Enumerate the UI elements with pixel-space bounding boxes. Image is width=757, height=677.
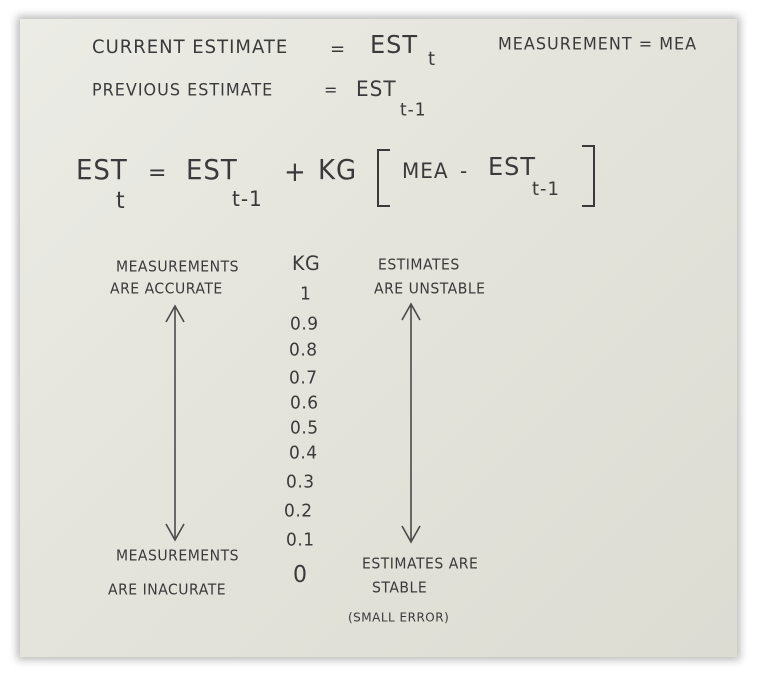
equation-minus: -: [460, 158, 469, 184]
right-top-line2: ARE UNSTABLE: [374, 281, 486, 298]
kg-scale-value: 0.8: [289, 340, 318, 361]
equation-plus: +: [284, 157, 307, 189]
current-estimate-equals: =: [330, 38, 347, 61]
equation-lhs: EST: [76, 155, 128, 187]
left-top-line2: ARE ACCURATE: [110, 281, 223, 298]
previous-estimate-equals: =: [324, 80, 339, 100]
equation-term1: EST: [186, 155, 238, 187]
current-estimate-label: CURRENT ESTIMATE: [92, 36, 289, 59]
left-top-line1: MEASUREMENTS: [116, 259, 240, 276]
kg-scale-value: 0.5: [290, 418, 319, 439]
current-estimate-symbol: EST: [370, 30, 419, 60]
current-estimate-subscript: t: [428, 48, 437, 71]
equation-bracket-est-subscript: t-1: [532, 178, 561, 201]
right-bottom-note: (SMALL ERROR): [348, 610, 450, 625]
left-double-arrow: [165, 304, 185, 542]
kg-scale-value: 0.4: [289, 443, 318, 464]
equation-kg: KG: [318, 155, 358, 187]
kg-scale-value: 1: [300, 284, 312, 305]
equation-lhs-subscript: t: [116, 188, 126, 215]
equation-term1-subscript: t-1: [232, 186, 263, 212]
right-bottom-line1: ESTIMATES ARE: [362, 556, 479, 573]
right-bracket: [582, 145, 595, 207]
previous-estimate-subscript: t-1: [400, 100, 427, 121]
previous-estimate-symbol: EST: [356, 76, 397, 102]
right-bottom-line2: STABLE: [372, 580, 428, 597]
left-bottom-line2: ARE INACURATE: [108, 582, 227, 599]
previous-estimate-label: PREVIOUS ESTIMATE: [92, 80, 274, 100]
kg-scale-value: 0.3: [286, 472, 315, 493]
left-bracket: [377, 149, 390, 207]
measurement-definition: MEASUREMENT = MEA: [498, 34, 698, 54]
kg-scale-label: KG: [292, 252, 321, 276]
kg-scale-value: 0.9: [290, 314, 319, 335]
left-bottom-line1: MEASUREMENTS: [116, 548, 240, 565]
kg-scale-value: 0: [293, 562, 308, 589]
kg-scale-value: 0.2: [284, 501, 313, 522]
kg-scale-value: 0.7: [289, 368, 318, 389]
kg-scale-value: 0.1: [286, 530, 315, 551]
equation-bracket-est: EST: [488, 152, 537, 182]
equation-equals: =: [148, 160, 168, 187]
whiteboard: [20, 19, 737, 657]
equation-bracket-mea: MEA: [402, 158, 449, 184]
right-double-arrow: [401, 302, 421, 544]
right-top-line1: ESTIMATES: [378, 257, 460, 274]
kg-scale-value: 0.6: [290, 393, 319, 414]
